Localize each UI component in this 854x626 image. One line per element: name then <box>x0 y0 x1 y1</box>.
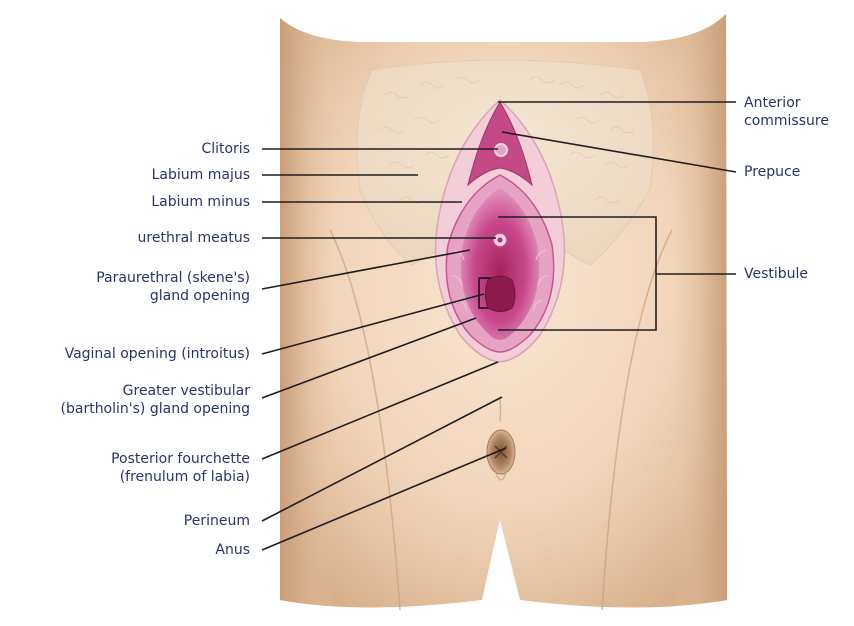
label-vaginal-opening: Vaginal opening (introitus) <box>65 345 250 363</box>
label-paraurethral-gland: Paraurethral (skene's) gland opening <box>96 269 250 305</box>
label-labium-majus: Labium majus <box>152 166 250 184</box>
label-anterior-commissure-line2: commissure <box>744 112 829 130</box>
label-perineum: Perineum <box>184 512 250 530</box>
label-anterior-commissure: Anterior commissure <box>744 94 829 130</box>
vaginal-opening-shape <box>486 276 516 312</box>
label-paraurethral-line1: Paraurethral (skene's) <box>96 269 250 287</box>
label-posterior-fourchette-line1: Posterior fourchette <box>111 450 250 468</box>
perineum-shape <box>500 398 501 422</box>
clitoris-glans <box>495 144 507 156</box>
label-vestibule: Vestibule <box>744 265 808 283</box>
label-greater-vestibular-gland: Greater vestibular (bartholin's) gland o… <box>61 382 250 418</box>
label-prepuce: Prepuce <box>744 163 800 181</box>
label-greater-vestibular-line1: Greater vestibular <box>61 382 250 400</box>
label-labium-minus: Labium minus <box>151 193 250 211</box>
label-urethral-meatus: urethral meatus <box>138 229 250 247</box>
label-anus: Anus <box>215 541 250 559</box>
label-greater-vestibular-line2: (bartholin's) gland opening <box>61 400 250 418</box>
label-paraurethral-line2: gland opening <box>96 287 250 305</box>
label-posterior-fourchette-line2: (frenulum of labia) <box>111 468 250 486</box>
label-clitoris: Clitoris <box>201 140 250 158</box>
label-posterior-fourchette: Posterior fourchette (frenulum of labia) <box>111 450 250 486</box>
label-anterior-commissure-line1: Anterior <box>744 94 829 112</box>
